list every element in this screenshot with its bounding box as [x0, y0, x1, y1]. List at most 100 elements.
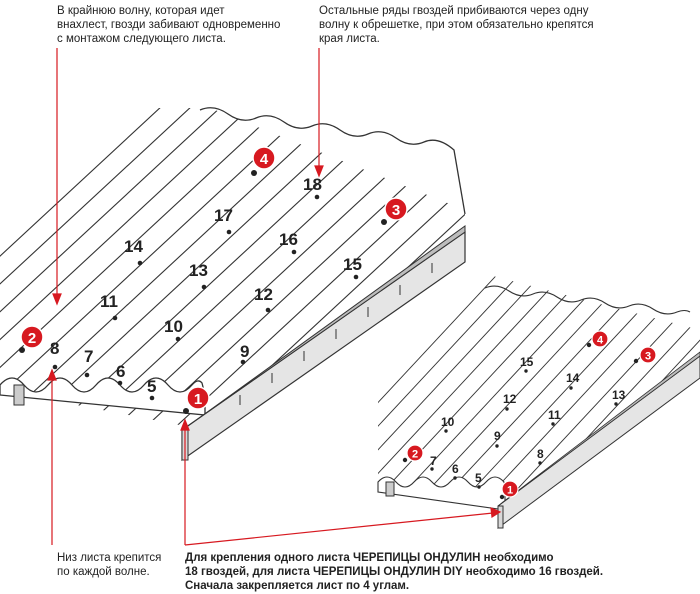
nail-dot	[538, 461, 542, 465]
nail-dot	[381, 219, 387, 225]
note-line: с монтажом следующего листа.	[57, 33, 226, 45]
corner-badge-4: 4	[591, 330, 609, 348]
nail-dot	[137, 260, 143, 266]
corner-badge-2: 2	[20, 325, 44, 349]
sheet-right-edge	[484, 285, 691, 315]
note-line: Остальные ряды гвоздей прибиваются через…	[319, 5, 589, 17]
badge-number: 3	[392, 202, 400, 219]
batten-end	[497, 505, 504, 529]
nail-number-9: 9	[494, 429, 501, 443]
nail-dot	[149, 395, 155, 401]
nail-dot	[291, 249, 297, 255]
fascia-board	[497, 355, 700, 529]
arrowhead-right-icon	[490, 507, 502, 519]
badge-number: 2	[412, 449, 418, 461]
nail-dot	[633, 358, 639, 364]
nail-number-11: 11	[100, 292, 118, 311]
nail-number-18: 18	[303, 175, 322, 194]
nail-dot	[117, 380, 123, 386]
nail-number-12: 12	[503, 392, 517, 406]
nail-dot	[201, 284, 207, 290]
nail-number-5: 5	[147, 377, 156, 396]
nail-dot	[112, 315, 118, 321]
batten-ticks	[239, 263, 433, 405]
arrowhead-down-icon	[52, 293, 62, 306]
sheet-bottom-edge	[0, 377, 206, 416]
arrowhead-up-icon	[180, 418, 190, 431]
badge-number: 1	[194, 391, 202, 408]
corner-badge-2: 2	[406, 444, 424, 462]
nail-number-13: 13	[612, 388, 626, 402]
fascia-top	[181, 225, 466, 431]
note-line: края листа.	[319, 33, 380, 45]
fascia-top	[497, 351, 700, 507]
nail-dot	[477, 485, 481, 489]
nail-dot	[569, 386, 573, 390]
badge-number: 1	[507, 485, 513, 497]
nail-dot	[495, 444, 499, 448]
nail-dot	[430, 467, 434, 471]
sheet-bottom-edge	[377, 476, 506, 511]
batten-end	[385, 481, 395, 497]
nail-number-6: 6	[116, 362, 125, 381]
nail-number-15: 15	[343, 255, 362, 274]
nail-dot	[84, 372, 90, 378]
sheet-right-edge	[199, 107, 466, 215]
nail-number-7: 7	[84, 347, 93, 366]
nail-dot	[175, 336, 181, 342]
note-line: внахлест, гвозди забивают одновременно	[57, 19, 281, 31]
nail-dot	[402, 457, 408, 463]
nail-dot	[314, 194, 320, 200]
nail-dot	[265, 307, 271, 313]
badge-number: 4	[260, 151, 269, 168]
note-top-right: Остальные ряды гвоздей прибиваются через…	[319, 4, 609, 46]
note-line: 18 гвоздей, для листа ЧЕРЕПИЦЫ ОНДУЛИН D…	[185, 566, 604, 578]
large-roof-sheet	[0, 107, 466, 462]
note-line: В крайнюю волну, которая идет	[57, 5, 225, 17]
arrow-bottom-center	[184, 428, 494, 546]
note-line: волну к обрешетке, при этом обязательно …	[319, 19, 594, 31]
nail-number-10: 10	[441, 415, 455, 429]
nail-dot	[251, 170, 257, 176]
nail-number-8: 8	[537, 447, 544, 461]
small-roof-sheet	[377, 270, 700, 529]
large-nail-labels: 5 6 7 8 9 10 11 12 13 14 15 16 17 18	[50, 175, 362, 396]
nail-dot	[240, 359, 246, 365]
nail-dot	[226, 229, 232, 235]
nail-number-14: 14	[124, 237, 143, 256]
nail-number-5: 5	[475, 471, 482, 485]
nail-dot	[524, 369, 528, 373]
nail-number-11: 11	[548, 408, 561, 422]
small-nail-labels: 5 6 7 8 9 10 11 12 13 14 15	[430, 355, 626, 485]
corner-badge-3: 3	[384, 197, 408, 221]
nail-number-12: 12	[254, 285, 273, 304]
nail-dot	[353, 274, 359, 280]
nail-dot	[586, 342, 592, 348]
note-line: Для крепления одного листа ЧЕРЕПИЦЫ ОНДУ…	[185, 552, 554, 564]
badge-number: 3	[645, 351, 651, 363]
nail-dot	[453, 476, 457, 480]
note-line: Низ листа крепится	[57, 552, 162, 564]
batten-end	[13, 384, 25, 406]
nail-number-14: 14	[566, 371, 580, 385]
callout-arrows	[47, 48, 502, 546]
nail-number-13: 13	[189, 261, 208, 280]
nail-dot	[499, 494, 505, 500]
nail-dot	[183, 408, 189, 414]
large-corner-badges: 1 2 3 4	[20, 146, 408, 410]
corner-badge-4: 4	[252, 146, 276, 170]
corner-badge-1: 1	[501, 480, 519, 498]
corner-badge-1: 1	[186, 386, 210, 410]
note-line: по каждой волне.	[57, 566, 150, 578]
note-bottom-left: Низ листа крепится по каждой волне.	[57, 551, 197, 579]
nail-number-15: 15	[520, 355, 534, 369]
nail-dot	[444, 429, 448, 433]
large-nail-dots	[19, 170, 387, 414]
note-bottom-right: Для крепления одного листа ЧЕРЕПИЦЫ ОНДУ…	[185, 551, 605, 593]
nail-number-16: 16	[279, 230, 298, 249]
nail-number-9: 9	[240, 342, 249, 361]
nail-number-8: 8	[50, 339, 59, 358]
note-top-left: В крайнюю волну, которая идет внахлест, …	[57, 4, 281, 46]
nail-dot	[19, 347, 25, 353]
